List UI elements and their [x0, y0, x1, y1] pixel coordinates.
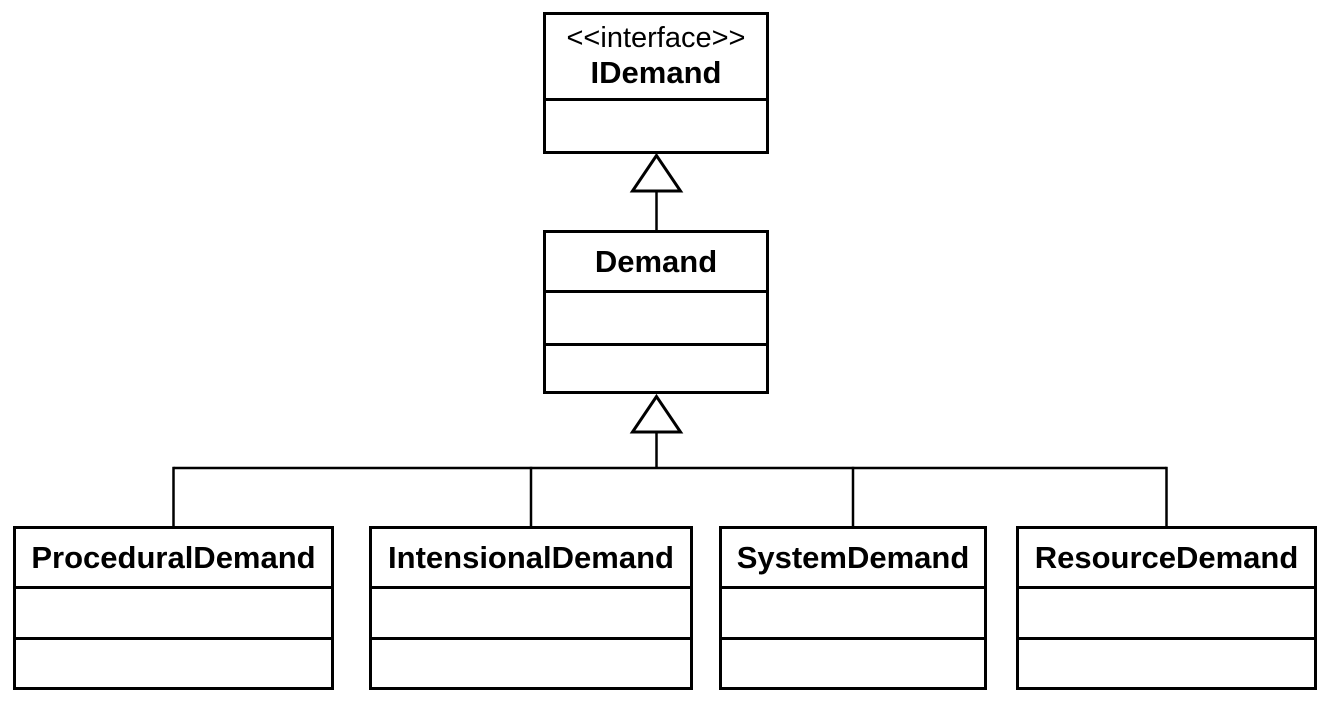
class-name-resourcedemand: ResourceDemand [1034, 539, 1299, 575]
resourcedemand-operations-compartment [1019, 637, 1314, 687]
generalization-triangles [629, 152, 684, 434]
systemdemand-operations-compartment [722, 637, 984, 687]
demand-attributes-compartment [546, 290, 766, 343]
idemand-title-compartment: <<interface>> IDemand [546, 15, 766, 98]
class-box-resourcedemand: ResourceDemand [1016, 526, 1317, 690]
idemand-members-compartment [546, 98, 766, 151]
intensionaldemand-title-compartment: IntensionalDemand [372, 529, 690, 586]
class-name-systemdemand: SystemDemand [736, 539, 970, 575]
triangle-to-idemand [629, 152, 684, 193]
demand-operations-compartment [546, 343, 766, 391]
class-box-systemdemand: SystemDemand [719, 526, 987, 690]
systemdemand-title-compartment: SystemDemand [722, 529, 984, 586]
class-box-idemand: <<interface>> IDemand [543, 12, 769, 154]
systemdemand-attributes-compartment [722, 586, 984, 637]
class-name-demand: Demand [594, 243, 718, 279]
intensionaldemand-operations-compartment [372, 637, 690, 687]
class-box-demand: Demand [543, 230, 769, 394]
resourcedemand-title-compartment: ResourceDemand [1019, 529, 1314, 586]
triangle-to-demand [629, 393, 684, 434]
proceduraldemand-operations-compartment [16, 637, 331, 687]
demand-title-compartment: Demand [546, 233, 766, 290]
connector-lines [172, 189, 1168, 527]
class-box-proceduraldemand: ProceduralDemand [13, 526, 334, 690]
class-name-proceduraldemand: ProceduralDemand [31, 539, 316, 575]
proceduraldemand-attributes-compartment [16, 586, 331, 637]
intensionaldemand-attributes-compartment [372, 586, 690, 637]
class-box-intensionaldemand: IntensionalDemand [369, 526, 693, 690]
proceduraldemand-title-compartment: ProceduralDemand [16, 529, 331, 586]
class-name-idemand: IDemand [590, 55, 722, 91]
resourcedemand-attributes-compartment [1019, 586, 1314, 637]
interface-stereotype-label: <<interface>> [566, 22, 746, 54]
class-name-intensionaldemand: IntensionalDemand [388, 539, 674, 575]
